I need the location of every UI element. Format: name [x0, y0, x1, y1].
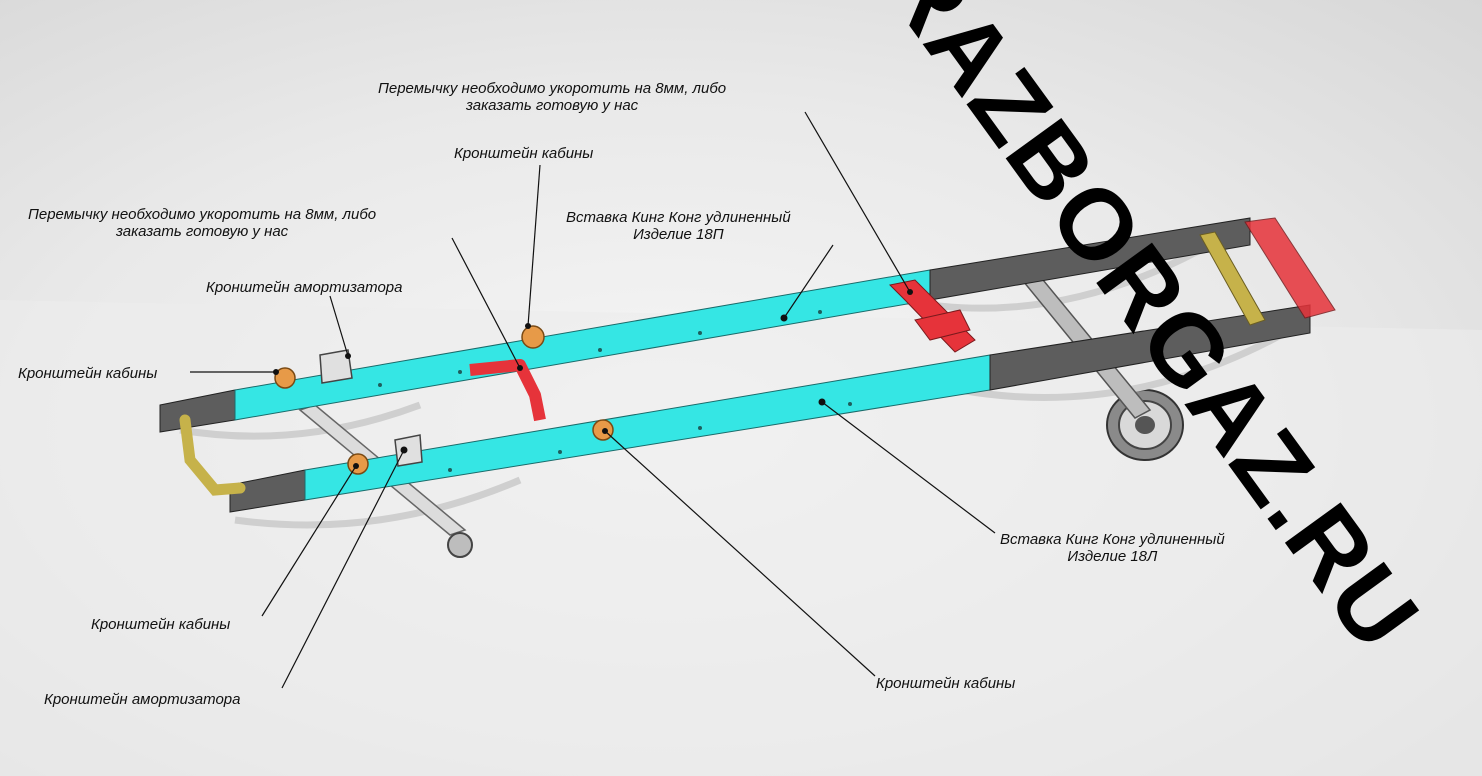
- cab-bracket-front-left: [274, 367, 296, 389]
- label-shock-bracket-bottom: Кронштейн амортизатора: [44, 691, 241, 708]
- shock-bracket-right: [394, 434, 423, 467]
- cab-bracket-mid-left: [521, 325, 545, 349]
- label-jumper-top: Перемычку необходимо укоротить на 8мм, л…: [378, 80, 727, 114]
- front-leaf-spring-right: [234, 476, 522, 529]
- rear-crossmember-yellow: [1199, 231, 1266, 326]
- front-leaf-spring-left: [179, 401, 422, 440]
- label-cab-bracket-lower: Кронштейн кабины: [91, 616, 231, 633]
- frame-rail-left-rear: [929, 217, 1251, 301]
- leader-lines: [190, 111, 996, 689]
- frame-holes: [378, 310, 852, 472]
- leader-dots: [273, 289, 913, 469]
- label-cab-bracket-left: Кронштейн кабины: [18, 365, 158, 382]
- jumper-front: [469, 359, 546, 422]
- front-stabilizer: [179, 414, 246, 496]
- rear-crossmember-red: [1244, 217, 1336, 319]
- label-jumper-left: Перемычку необходимо укоротить на 8мм, л…: [28, 206, 377, 240]
- label-shock-bracket-top: Кронштейн амортизатора: [206, 279, 403, 296]
- jumper-rear-plate: [914, 309, 971, 341]
- frame-rail-right-rear: [989, 304, 1311, 391]
- label-insert-right: Вставка Кинг Конг удлиненный Изделие 18П: [566, 209, 791, 243]
- front-hub: [447, 532, 473, 558]
- label-cab-bracket-bottom: Кронштейн кабины: [876, 675, 1016, 692]
- shock-bracket-left: [319, 349, 353, 384]
- label-insert-left: Вставка Кинг Конг удлиненный Изделие 18Л: [1000, 531, 1225, 565]
- label-cab-bracket-top: Кронштейн кабины: [454, 145, 594, 162]
